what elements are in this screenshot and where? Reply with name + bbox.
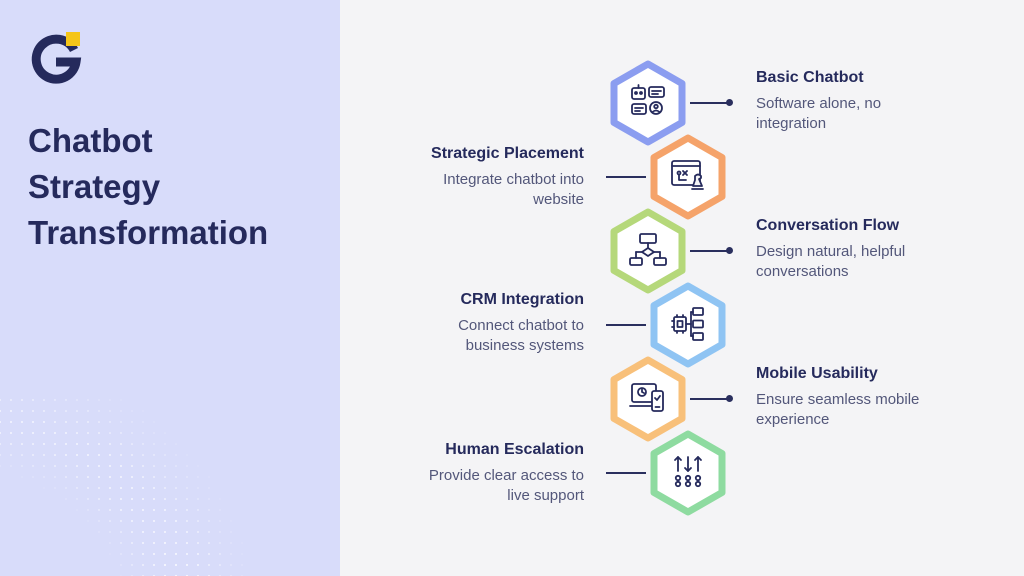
dot-pattern-decoration	[0, 399, 243, 576]
step-4-hexagon	[650, 282, 726, 368]
step-3-title: Conversation Flow	[756, 217, 900, 234]
step-6-label: Human Escalation Provide clear access to…	[374, 440, 584, 506]
step-6-title: Human Escalation	[445, 441, 584, 458]
brand-logo	[31, 32, 82, 84]
title-line-2: Strategy	[28, 168, 161, 205]
page-title: Chatbot Strategy Transformation	[28, 118, 268, 256]
strategy-chess-icon	[671, 160, 704, 190]
step-2-hexagon	[650, 134, 726, 220]
step-6-hexagon	[650, 430, 726, 516]
step-6-connector	[606, 472, 646, 474]
title-line-3: Transformation	[28, 214, 269, 251]
flowchart-icon	[629, 233, 667, 266]
step-2-label: Strategic Placement Integrate chatbot in…	[374, 144, 584, 210]
step-1-description: Software alone, no integration	[756, 95, 882, 132]
chip-network-icon	[671, 307, 704, 341]
step-1-connector	[690, 99, 733, 105]
step-3-connector	[690, 247, 733, 253]
step-4-label: CRM Integration Connect chatbot to busin…	[374, 290, 584, 356]
left-panel: Chatbot Strategy Transformation	[0, 0, 340, 576]
step-1-title: Basic Chatbot	[756, 69, 864, 86]
step-1-hexagon	[610, 60, 686, 146]
escalation-arrows-icon	[674, 456, 702, 488]
devices-icon	[629, 383, 664, 412]
step-2-connector	[606, 176, 646, 178]
step-1-label: Basic Chatbot Software alone, no integra…	[756, 68, 966, 134]
step-3-hexagon	[610, 208, 686, 294]
step-4-connector	[606, 324, 646, 326]
step-5-label: Mobile Usability Ensure seamless mobile …	[756, 364, 966, 430]
step-4-title: CRM Integration	[460, 291, 584, 308]
title-line-1: Chatbot	[28, 122, 153, 159]
step-5-connector	[690, 395, 733, 401]
step-5-description: Ensure seamless mobile experience	[756, 391, 920, 428]
step-5-hexagon	[610, 356, 686, 442]
step-4-description: Connect chatbot to business systems	[458, 317, 584, 354]
step-2-description: Integrate chatbot into website	[443, 171, 584, 208]
step-3-description: Design natural, helpful conversations	[756, 243, 906, 280]
robot-chat-icon	[631, 84, 665, 115]
step-5-title: Mobile Usability	[756, 365, 878, 382]
step-3-label: Conversation Flow Design natural, helpfu…	[756, 216, 966, 282]
step-6-description: Provide clear access to live support	[428, 467, 584, 504]
step-2-title: Strategic Placement	[431, 145, 584, 162]
